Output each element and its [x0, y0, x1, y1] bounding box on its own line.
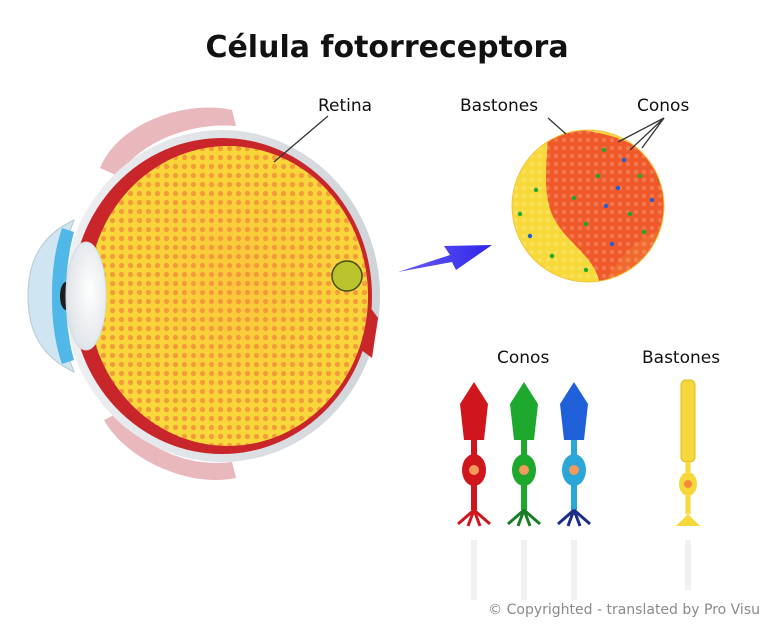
conos-leader-line-1 [617, 117, 665, 143]
label-conos-bottom: Conos [497, 348, 550, 368]
conos-leader-line-3 [641, 117, 665, 149]
lens [65, 241, 107, 351]
zoom-arrow [398, 245, 492, 272]
label-bastones-top: Bastones [460, 96, 539, 116]
retina-zoom-circle [511, 117, 665, 283]
label-retina: Retina [318, 96, 373, 116]
cone-cell-blue [557, 382, 591, 600]
label-bastones-bottom: Bastones [642, 348, 721, 368]
cone-cell-red [457, 382, 491, 600]
eye-illustration [27, 107, 380, 481]
macula-spot [331, 260, 363, 292]
upper-eyelid [100, 107, 236, 176]
cone-cell-green [507, 382, 541, 600]
retina-leader-line [273, 115, 329, 163]
bastones-leader-line [547, 117, 567, 135]
rod-cell [676, 379, 700, 590]
conos-leader-line-2 [629, 117, 665, 151]
copyright-notice: © Copyrighted - translated by Pro Visu [488, 602, 760, 618]
diagram-title: Célula fotorreceptora [205, 30, 569, 65]
lower-eyelid [104, 412, 236, 481]
label-conos-top: Conos [637, 96, 690, 116]
